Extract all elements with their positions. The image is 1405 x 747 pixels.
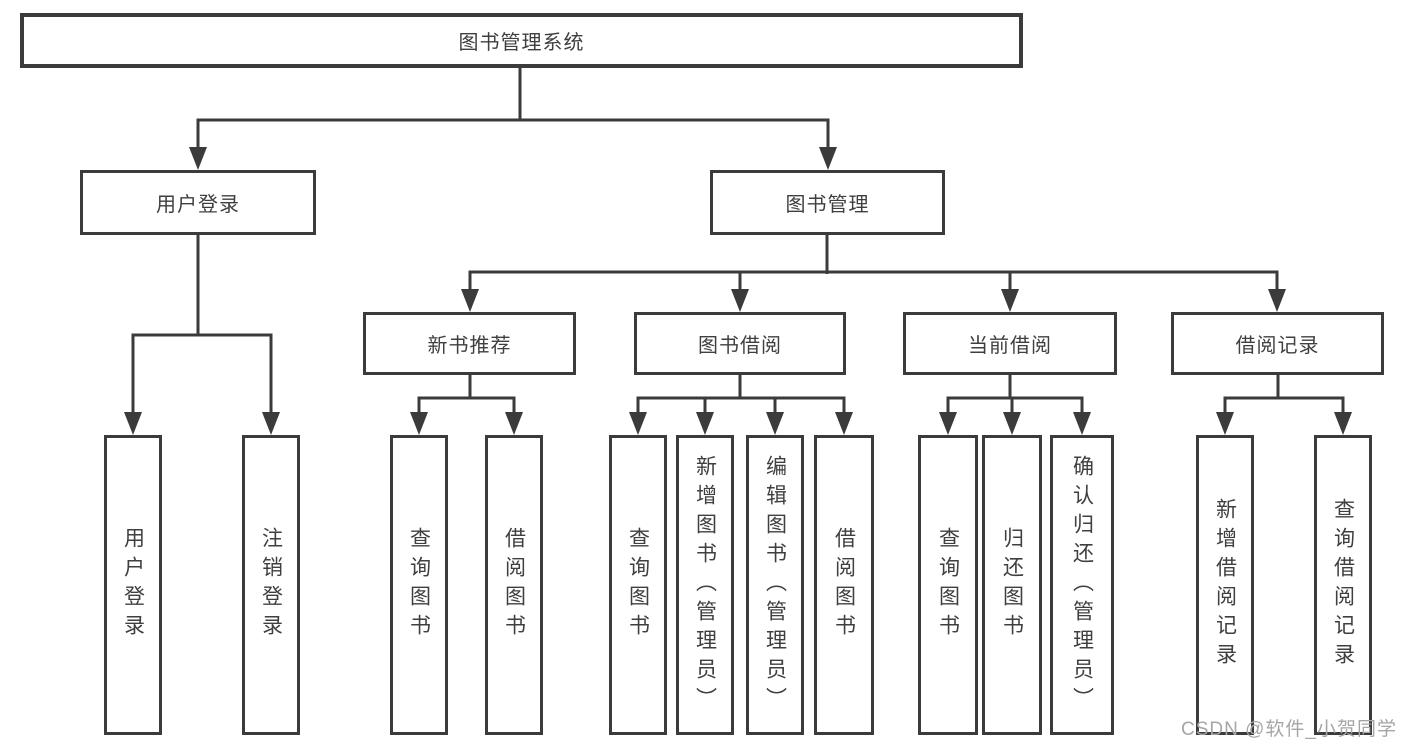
leaf-borrow-books-recommend: 借阅图书 <box>485 435 543 735</box>
node-borrowing-records: 借阅记录 <box>1171 312 1384 375</box>
leaf-query-books-recommend: 查询图书 <box>390 435 448 735</box>
leaf-query-books-borrowing: 查询图书 <box>609 435 667 735</box>
node-user-login: 用户登录 <box>80 170 316 235</box>
node-root-system: 图书管理系统 <box>20 13 1023 68</box>
leaf-confirm-return-admin: 确认归还（管理员） <box>1050 435 1114 735</box>
csdn-watermark: CSDN @软件_小贺同学 <box>1181 719 1397 740</box>
leaf-query-books-current: 查询图书 <box>918 435 978 735</box>
node-new-book-recommend: 新书推荐 <box>363 312 576 375</box>
leaf-query-borrow-record: 查询借阅记录 <box>1314 435 1372 735</box>
leaf-edit-book-admin: 编辑图书（管理员） <box>746 435 804 735</box>
node-book-borrowing: 图书借阅 <box>634 312 846 375</box>
leaf-borrow-books-borrowing: 借阅图书 <box>814 435 874 735</box>
leaf-add-borrow-record: 新增借阅记录 <box>1196 435 1254 735</box>
leaf-return-book: 归还图书 <box>982 435 1042 735</box>
leaf-user-login: 用户登录 <box>104 435 162 735</box>
node-current-borrowing: 当前借阅 <box>903 312 1117 375</box>
node-book-management: 图书管理 <box>710 170 945 235</box>
leaf-logout: 注销登录 <box>242 435 300 735</box>
leaf-add-book-admin: 新增图书（管理员） <box>676 435 734 735</box>
